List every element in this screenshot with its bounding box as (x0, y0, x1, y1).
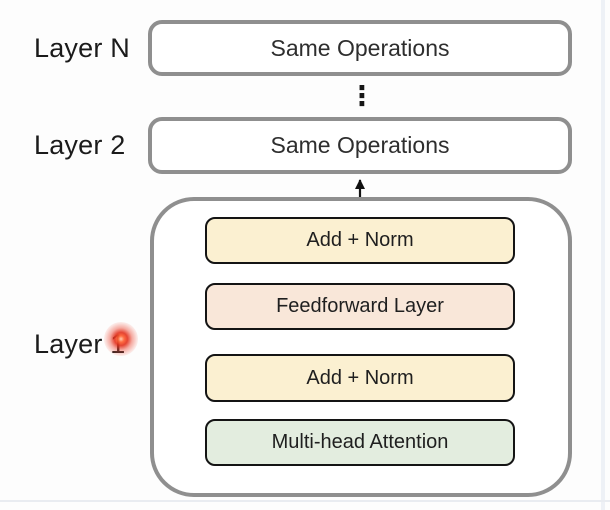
laser-pointer-dot (104, 322, 138, 356)
block-add-norm-bottom-label: Add + Norm (306, 366, 414, 389)
block-feedforward: Feedforward Layer (205, 283, 515, 330)
layer-2-box: Same Operations (148, 117, 572, 174)
layer-1-label: Layer 1 (34, 328, 126, 359)
slide-edge-bottom (0, 500, 610, 502)
layer-n-label: Layer N (34, 32, 130, 63)
vertical-ellipsis: ⋮ (348, 80, 376, 111)
block-multi-head-attention-label: Multi-head Attention (271, 431, 449, 453)
layer-2-label: Layer 2 (34, 130, 126, 160)
layer-n-box: Same Operations (148, 20, 572, 76)
layer-n-box-label: Same Operations (270, 34, 450, 61)
block-add-norm-top: Add + Norm (205, 217, 515, 264)
slide-edge-right (601, 0, 605, 510)
block-feedforward-label: Feedforward Layer (276, 295, 444, 317)
layer-2-box-label: Same Operations (270, 132, 450, 158)
block-add-norm-top-label: Add + Norm (306, 229, 414, 251)
block-multi-head-attention: Multi-head Attention (205, 419, 515, 466)
block-add-norm-bottom: Add + Norm (205, 354, 515, 402)
